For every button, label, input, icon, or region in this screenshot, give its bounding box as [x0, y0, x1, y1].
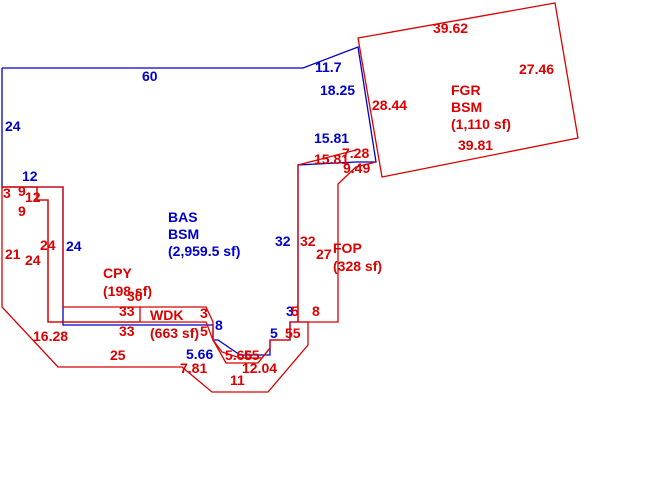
cpy-area-size: (198 sf) — [103, 283, 152, 299]
fgr-outline — [357, 2, 579, 178]
fop-dim-step: 55 — [285, 325, 301, 341]
fop-dim-notch-b: 9.49 — [343, 160, 370, 176]
bas-dim-small-b: 8 — [215, 317, 223, 333]
wdk-dim-c: 55 — [244, 347, 260, 363]
cpy-dim-a: 3 — [3, 185, 11, 201]
cpy-dim-base: 25 — [110, 347, 126, 363]
fop-area-size: (328 sf) — [333, 258, 382, 274]
fgr-dim-left: 28.44 — [372, 97, 407, 113]
wdk-dim-a: 3 — [200, 305, 208, 321]
fop-dim-bottom-left: 5 — [291, 303, 299, 319]
fgr-area-type: BSM — [451, 99, 482, 115]
bas-dim-angled: 11.7 — [315, 59, 342, 75]
bas-dim-inner-left: 24 — [66, 238, 82, 254]
fop-dim-bottom-b: 12.04 — [242, 360, 277, 376]
cpy-dim-left-inner: 24 — [40, 237, 56, 253]
fop-dim-bottom-c: 11 — [230, 372, 245, 388]
wdk-area-size: (663 sf) — [150, 325, 199, 341]
fop-dim-bottom-d: 7.81 — [180, 360, 207, 376]
bas-dim-left: 24 — [5, 118, 21, 134]
fop-area-code: FOP — [333, 240, 362, 256]
fgr-area-size: (1,110 sf) — [451, 116, 511, 132]
bas-dim-inner-right: 32 — [275, 233, 291, 249]
cpy-dim-outer-bottom: 33 — [119, 323, 135, 339]
cpy-dim-b: 9 — [18, 183, 26, 199]
cpy-dim-inner-bottom: 33 — [119, 303, 135, 319]
fop-dim-right: 27 — [316, 246, 332, 262]
bas-dim-top: 60 — [142, 68, 158, 84]
wdk-area-code: WDK — [150, 307, 183, 323]
bas-area-type: BSM — [168, 226, 199, 242]
cpy-dim-inner-top: 30 — [127, 288, 143, 304]
wdk-dim-b: 5 — [200, 323, 208, 339]
cpy-dim-c: 12 — [25, 189, 41, 205]
fgr-dim-right: 27.46 — [519, 61, 554, 77]
fop-dim-bottom-a: 5.66 — [225, 347, 252, 363]
bas-dim-left-step: 12 — [22, 168, 38, 184]
bas-area-code: BAS — [168, 209, 198, 225]
fop-dim-notch-a: 7.28 — [342, 145, 369, 161]
cpy-dim-d: 9 — [18, 203, 26, 219]
wdk-outline — [1, 186, 309, 393]
bas-dim-small-c: 5 — [270, 325, 278, 341]
cpy-dim-left-outer: 21 — [5, 246, 21, 262]
bas-dim-right: 18.25 — [320, 82, 355, 98]
bas-dim-small-a: 3 — [286, 303, 294, 319]
cpy-dim-diagonal: 16.28 — [33, 328, 68, 344]
cpy-dim-left-mid: 24 — [25, 252, 41, 268]
bas-area-size: (2,959.5 sf) — [168, 243, 240, 259]
fop-outline — [297, 149, 377, 323]
fgr-dim-bottom: 39.81 — [458, 137, 493, 153]
bas-dim-bottom: 5.66 — [186, 346, 213, 362]
fop-dim-bottom-right: 8 — [312, 303, 320, 319]
fop-dim-left: 32 — [300, 233, 316, 249]
bas-dim-notch-top: 15.81 — [314, 130, 349, 146]
fop-dim-top: 15.81 — [314, 151, 349, 167]
wdk-inner-step — [140, 306, 271, 359]
fgr-dim-top: 39.62 — [433, 20, 468, 36]
fgr-area-code: FGR — [451, 82, 481, 98]
cpy-area-code: CPY — [103, 265, 132, 281]
